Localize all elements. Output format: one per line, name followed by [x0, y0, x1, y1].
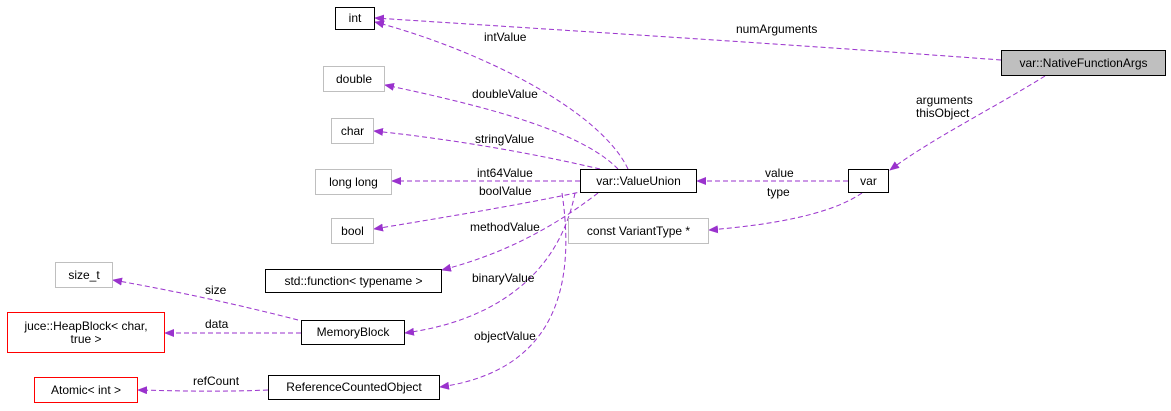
label-size: size	[205, 283, 227, 297]
label-value: value	[765, 166, 794, 180]
label-ref-count: refCount	[193, 374, 240, 388]
node-juce-heap-block[interactable]: juce::HeapBlock< char, true >	[7, 312, 165, 353]
node-juce-heap-block-line1: juce::HeapBlock< char,	[24, 318, 148, 333]
edge-bool-value	[373, 190, 586, 232]
label-bool-value: boolValue	[479, 184, 532, 198]
node-var-native-function-args[interactable]: var::NativeFunctionArgs	[1001, 50, 1166, 76]
label-arguments-this-object: arguments thisObject	[916, 94, 973, 120]
label-int64-value: int64Value	[477, 166, 533, 180]
node-const-variant-type[interactable]: const VariantType *	[568, 218, 709, 244]
edge-arguments-this-object	[889, 75, 1046, 171]
node-double[interactable]: double	[323, 66, 385, 92]
label-arguments: arguments	[916, 93, 973, 107]
label-data: data	[205, 317, 229, 331]
node-std-function[interactable]: std::function< typename >	[265, 269, 442, 293]
edge-ref-count	[137, 386, 269, 395]
label-num-arguments: numArguments	[736, 22, 818, 36]
node-bool[interactable]: bool	[331, 218, 374, 244]
node-juce-heap-block-line2: true >	[70, 331, 102, 346]
node-long-long[interactable]: long long	[315, 169, 392, 195]
node-var[interactable]: var	[848, 169, 889, 193]
edge-object-value	[439, 192, 567, 390]
edge-num-arguments	[374, 14, 1002, 61]
edge-type	[708, 192, 863, 234]
label-method-value: methodValue	[470, 220, 540, 234]
node-var-value-union[interactable]: var::ValueUnion	[580, 169, 697, 193]
edge-double-value	[384, 82, 619, 170]
label-binary-value: binaryValue	[472, 271, 535, 285]
edge-binary-value	[404, 192, 576, 336]
node-int[interactable]: int	[335, 7, 375, 30]
label-object-value: objectValue	[474, 329, 536, 343]
label-string-value: stringValue	[475, 132, 535, 146]
edge-string-value	[373, 127, 601, 170]
node-atomic-int[interactable]: Atomic< int >	[34, 377, 138, 403]
node-char[interactable]: char	[331, 118, 374, 144]
node-size-t[interactable]: size_t	[55, 262, 113, 288]
label-double-value: doubleValue	[472, 87, 538, 101]
label-type: type	[767, 185, 790, 199]
edge-size	[112, 277, 299, 321]
label-this-object: thisObject	[916, 106, 970, 120]
edge-method-value	[441, 192, 599, 272]
node-memory-block[interactable]: MemoryBlock	[301, 320, 405, 345]
node-reference-counted-object[interactable]: ReferenceCountedObject	[268, 375, 440, 400]
label-int-value: intValue	[484, 30, 527, 44]
edge-int-value	[374, 20, 629, 170]
